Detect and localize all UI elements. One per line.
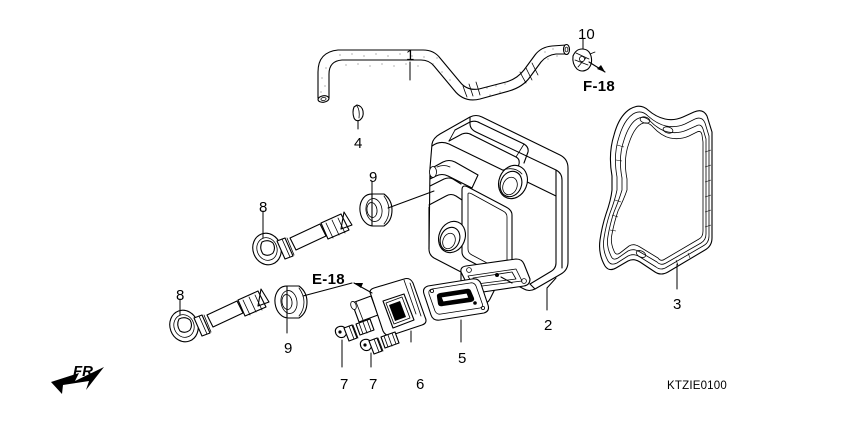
callout-4: 4 [354,135,363,152]
part-sensor-bolt-b [359,331,400,368]
callout-1: 1 [406,47,415,64]
callout-8-lower: 8 [176,287,185,304]
callout-9-upper: 9 [369,169,378,186]
callout-10: 10 [578,26,595,43]
callout-9-lower: 9 [284,340,293,357]
part-head-cover-gasket [599,105,713,290]
callout-7-b: 7 [369,376,378,393]
callout-2: 2 [544,317,553,334]
callout-7-a: 7 [340,376,349,393]
part-cover-plate [422,278,490,343]
callout-8-upper: 8 [259,199,268,216]
part-cover-bolt-upper [252,210,353,266]
reference-mark-f18: F-18 [583,78,616,95]
part-cover-washer-upper [359,181,435,227]
part-breather-tube [317,43,571,103]
part-cylinder-head-cover [428,114,569,311]
front-direction-arrow [51,367,104,394]
callout-6: 6 [416,376,425,393]
callout-3: 3 [673,296,682,313]
part-cover-bolt-lower [169,288,270,343]
diagram-code: KTZIE0100 [667,380,727,392]
part-cover-washer-lower [274,282,353,334]
part-pulse-generator [350,277,427,343]
front-direction-label: FR. [73,363,98,380]
part-tube-clip [352,104,364,130]
part-hose-clamp [572,38,606,73]
part-sensor-bolt-a [334,318,375,368]
reference-mark-e18: E-18 [312,271,345,288]
callout-5: 5 [458,350,467,367]
